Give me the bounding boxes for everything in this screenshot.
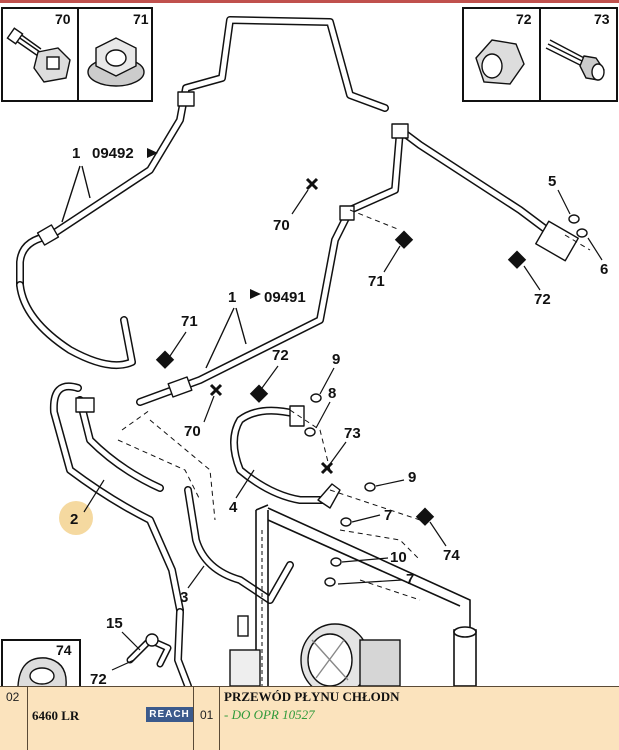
callout-70-lower: 70 <box>184 423 201 440</box>
hose-4 <box>230 405 341 509</box>
description-cell: PRZEWÓD PŁYNU CHŁODN - DO OPR 10527 <box>220 687 619 750</box>
callout-73: 73 <box>344 425 361 442</box>
quantity: 01 <box>200 708 214 722</box>
callout-71-left: 71 <box>181 313 198 330</box>
part-number: 6460 LR <box>32 708 80 723</box>
condenser <box>255 504 477 686</box>
leader-lines <box>117 209 591 601</box>
callout-6: 6 <box>600 261 608 278</box>
callout-1-lower: 1 <box>228 289 236 306</box>
leader-1-lower <box>205 307 247 369</box>
reach-badge[interactable]: REACH <box>146 707 193 722</box>
arrow-right-icon <box>250 289 261 299</box>
callout-72-bottom: 72 <box>90 671 107 686</box>
callout-10: 10 <box>390 549 407 566</box>
inset-label-74: 74 <box>56 642 72 658</box>
callout-1-upper: 1 <box>72 145 80 162</box>
inset-label-70: 70 <box>55 11 71 27</box>
bolt-with-washer-icon <box>545 39 605 81</box>
o-ring-icon <box>340 517 352 527</box>
hose-3 <box>174 486 294 686</box>
callout-2: 2 <box>70 511 78 528</box>
callouts: 1 09492 1 09491 2 3 4 5 6 7 7 8 9 9 10 1… <box>61 145 608 686</box>
callout-9-upper: 9 <box>332 351 340 368</box>
hardware-symbols <box>59 177 588 587</box>
callout-74: 74 <box>443 547 460 564</box>
square-marker-icon <box>155 350 175 369</box>
inset-label-72: 72 <box>516 11 532 27</box>
cross-marker-icon <box>305 177 319 191</box>
callout-8: 8 <box>328 385 336 402</box>
cross-marker-icon <box>209 383 223 397</box>
inset-72-73: 72 73 <box>462 7 618 102</box>
callout-ref-09491: 09491 <box>264 289 306 306</box>
callout-ref-09492: 09492 <box>92 145 134 162</box>
part-description: PRZEWÓD PŁYNU CHŁODN <box>224 689 400 704</box>
flange-nut-icon <box>87 37 145 87</box>
row-index: 02 <box>6 690 20 704</box>
pipe-09491 <box>136 123 579 406</box>
square-marker-icon <box>415 507 435 526</box>
inset-label-73: 73 <box>594 11 610 27</box>
cross-marker-icon <box>320 461 334 475</box>
callout-3: 3 <box>180 589 188 606</box>
callout-7-lower: 7 <box>406 571 414 588</box>
o-ring-icon <box>304 427 316 437</box>
part-number-cell[interactable]: 6460 LR REACH <box>28 687 194 750</box>
arrow-right-icon <box>147 148 158 158</box>
callout-72-right: 72 <box>534 291 551 308</box>
quantity-cell: 01 <box>194 687 220 750</box>
callout-7-upper: 7 <box>384 507 392 524</box>
callout-9-lower: 9 <box>408 469 416 486</box>
callout-4: 4 <box>229 499 238 516</box>
fitting-15 <box>126 633 172 668</box>
compressor <box>229 615 401 686</box>
square-marker-icon <box>394 230 414 249</box>
o-ring-icon <box>324 577 336 587</box>
o-ring-icon <box>568 214 580 224</box>
highlight-circle <box>59 501 93 535</box>
o-ring-icon <box>310 393 322 403</box>
inset-74: 74 <box>1 639 81 686</box>
callout-71-right: 71 <box>368 273 385 290</box>
callout-72-center: 72 <box>272 347 289 364</box>
inset-label-71: 71 <box>133 11 149 27</box>
callout-70-upper: 70 <box>273 217 290 234</box>
o-ring-icon <box>364 482 376 492</box>
bracket-icon <box>17 657 67 686</box>
bolt-with-clip-icon <box>6 27 71 83</box>
callout-15: 15 <box>106 615 123 632</box>
square-marker-icon <box>507 250 527 269</box>
callout-5: 5 <box>548 173 556 190</box>
inset-70-71: 70 71 <box>1 7 153 102</box>
index-cell: 02 <box>0 687 28 750</box>
parts-diagram: 70 71 72 73 74 <box>0 0 619 686</box>
o-ring-icon <box>576 228 588 238</box>
leader-1-upper <box>61 165 91 223</box>
pipe-network <box>16 16 579 686</box>
nut-icon <box>475 39 525 85</box>
part-note: - DO OPR 10527 <box>224 707 315 722</box>
part-info-bar: 02 6460 LR REACH 01 PRZEWÓD PŁYNU CHŁODN… <box>0 686 619 750</box>
o-ring-icon <box>330 557 342 567</box>
square-marker-icon <box>249 384 269 403</box>
pipe-09492 <box>16 16 389 370</box>
hose-2 <box>49 382 184 614</box>
